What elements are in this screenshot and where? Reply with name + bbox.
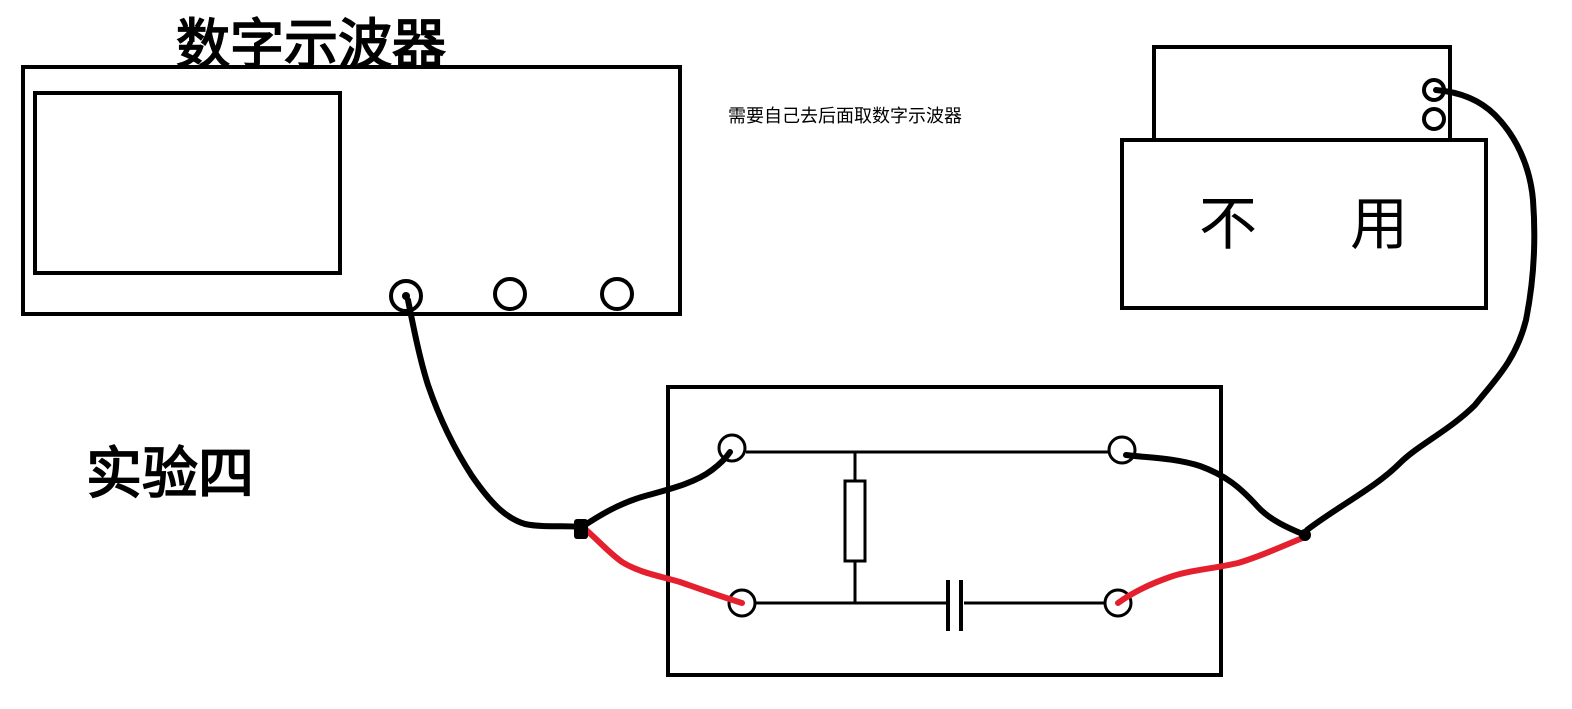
note-text: 需要自己去后面取数字示波器 <box>728 106 962 127</box>
wire-left-black[interactable] <box>579 449 733 530</box>
oscilloscope-body <box>21 65 682 316</box>
capacitor <box>946 580 963 631</box>
signal-source-label-right: 用 <box>1350 190 1409 258</box>
wire-junction-left <box>574 519 588 539</box>
oscilloscope-connector-3[interactable] <box>600 277 634 311</box>
wire-source-black[interactable] <box>1304 87 1538 533</box>
signal-source-label-left: 不 <box>1199 190 1258 258</box>
oscilloscope-connector-2[interactable] <box>493 277 527 311</box>
experiment-label: 实验四 <box>86 441 254 507</box>
oscilloscope-screen <box>33 91 342 275</box>
signal-source-terminal-2[interactable] <box>1422 107 1446 131</box>
circuit-board-frame <box>666 385 1223 677</box>
wire-right-black[interactable] <box>1123 452 1308 538</box>
oscilloscope-title: 数字示波器 <box>176 12 446 76</box>
resistor <box>843 479 867 563</box>
wire-junction-right <box>1299 529 1311 541</box>
wires <box>405 87 1538 606</box>
circuit-board <box>666 385 1223 677</box>
oscilloscope-connector-1[interactable] <box>389 279 423 313</box>
wire-left-red[interactable] <box>582 526 745 606</box>
oscilloscope <box>21 65 682 316</box>
signal-source <box>1120 45 1488 310</box>
signal-source-top-panel <box>1152 45 1452 142</box>
signal-source-body <box>1120 138 1488 310</box>
terminal-top-right[interactable] <box>1107 435 1137 465</box>
wire-right-red[interactable] <box>1115 534 1308 606</box>
wire-oscilloscope-black[interactable] <box>405 297 583 530</box>
